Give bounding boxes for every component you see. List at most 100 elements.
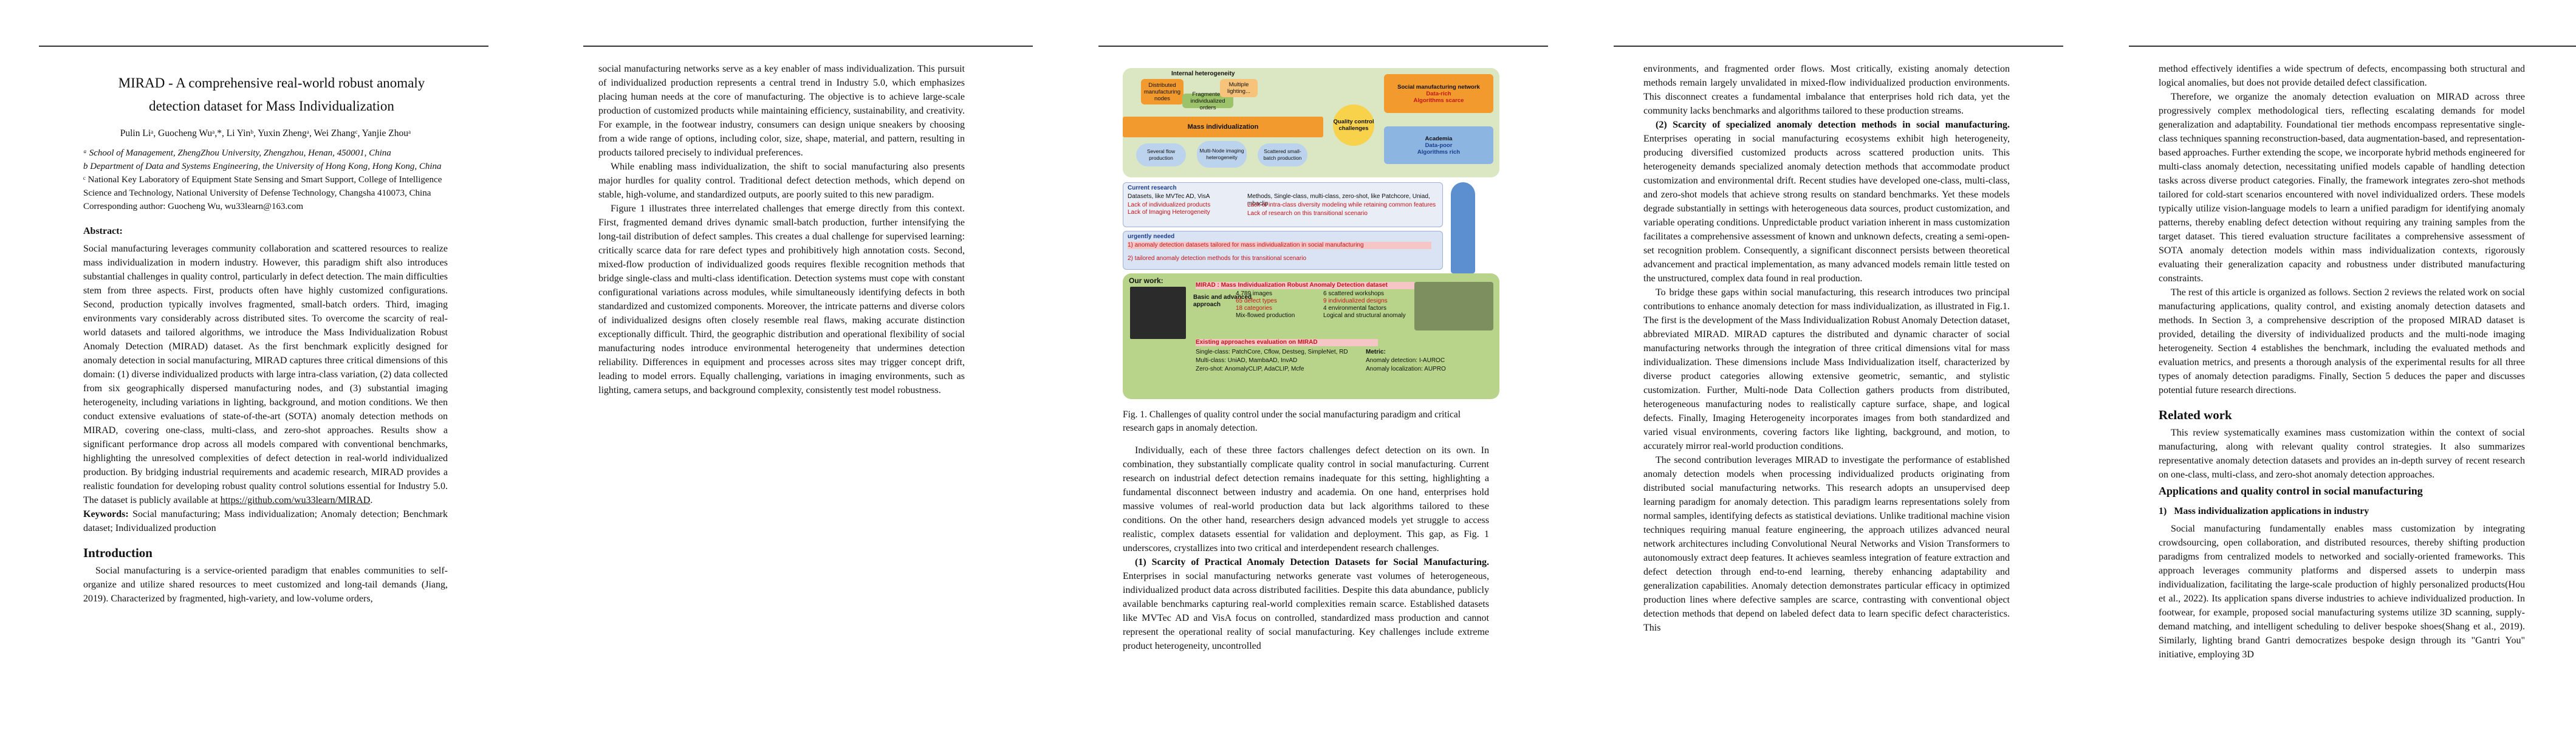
distributed-nodes-box: Distributed manufacturing nodes (1141, 79, 1184, 104)
column-4-paragraph-3: To bridge these gaps within social manuf… (1643, 287, 2010, 451)
page-top-rule (1098, 46, 1548, 47)
bubble-small-batch: Scattered small-batch production (1258, 143, 1307, 166)
current-research-heading: Current research (1128, 185, 1177, 191)
multiple-lighting-box: Multiple lighting... (1220, 79, 1258, 97)
sample-image-grid (1130, 287, 1186, 339)
intro-paragraph-1: Social manufacturing is a service-orient… (83, 566, 448, 604)
introduction-heading: Introduction (83, 546, 152, 560)
urgently-needed-panel (1123, 231, 1443, 270)
figure-1: Internal heterogeneity Distributed manuf… (1123, 68, 1499, 399)
our-work-heading: Our work: (1129, 276, 1163, 285)
current-research-methods: Methods, Single-class, multi-class, zero… (1247, 193, 1430, 207)
stat-anomaly-types: Logical and structural anomaly (1323, 312, 1406, 319)
page-5: method effectively identifies a wide spe… (2061, 0, 2576, 729)
social-manufacturing-label: Social manufacturing network (1397, 83, 1480, 91)
abstract-body: Social manufacturing leverages community… (83, 244, 448, 505)
paper-title-line-1: MIRAD - A comprehensive real-world robus… (118, 75, 425, 91)
bubble-several-flow: Several flow production (1136, 143, 1186, 166)
academia-label: Academia (1425, 135, 1453, 142)
page-4: environments, and fragmented order flows… (1546, 0, 2063, 729)
figure-1-caption: Fig. 1. Challenges of quality control un… (1123, 409, 1461, 433)
bubble-imaging-heterogeneity: Multi-Node imaging heterogeneity (1197, 141, 1247, 168)
mass-individualization-label: Mass individualization (1187, 123, 1259, 131)
quality-control-circle: Quality control challenges (1333, 104, 1374, 146)
existing-approaches-heading: Existing approaches evaluation on MIRAD (1196, 339, 1378, 346)
page-top-rule (583, 46, 1033, 47)
applications-subheading: Applications and quality control in soci… (2159, 485, 2423, 497)
academia-box: Academia Data-poor Algorithms rich (1384, 126, 1493, 164)
mass-individualization-subsubheading: 1) Mass individualization applications i… (2159, 506, 2369, 516)
column-2-paragraph-1: social manufacturing networks serve as a… (598, 64, 965, 158)
challenge-1-label: (1) Scarcity of Practical Anomaly Detect… (1135, 557, 1489, 567)
metric-detection: Anomaly detection: I-AUROC (1366, 357, 1445, 364)
column-4-paragraph-2: (2) Scarcity of specialized anomaly dete… (1643, 118, 2010, 286)
metric-localization: Anomaly localization: AUPRO (1366, 366, 1446, 372)
data-poor-label: Data-poor (1425, 142, 1453, 149)
column-4-paragraph-4: The second contribution leverages MIRAD … (1643, 455, 2010, 633)
column-2-paragraph-2: While enabling mass individualization, t… (598, 162, 965, 200)
page-top-rule (39, 46, 488, 47)
abstract-heading: Abstract: (83, 226, 123, 236)
keywords-label: Keywords: (83, 509, 129, 519)
stat-workshops: 6 scattered workshops (1323, 290, 1385, 297)
need-datasets: 1) anomaly detection datasets tailored f… (1128, 242, 1431, 249)
urgently-needed-heading: urgently needed (1128, 233, 1175, 240)
challenge-2-text: Enterprises operating in social manufact… (1643, 134, 2010, 284)
current-research-datasets: Datasets, like MVTec AD, VisA (1128, 193, 1210, 200)
page-top-rule (2129, 46, 2576, 47)
lack-individualized: Lack of individualized products (1128, 202, 1211, 208)
column-3-paragraph-1: Individually, each of these three factor… (1123, 445, 1489, 553)
challenge-2-label: (2) Scarcity of specialized anomaly dete… (1656, 120, 2010, 130)
page-top-rule (1614, 46, 2063, 47)
mass-individualization-arrow: Mass individualization (1123, 117, 1323, 137)
author-list: Pulin Liᵃ, Guocheng Wuᵃ,*, Li Yinᵇ, Yuxi… (120, 128, 411, 139)
column-5: method effectively identifies a wide spe… (2159, 62, 2525, 662)
stat-environmental: 4 environmental factors (1323, 305, 1386, 312)
algorithms-scarce-label: Algorithms scarce (1413, 97, 1464, 104)
lack-transitional: Lack of research on this transitional sc… (1247, 210, 1368, 217)
stat-defect-types: 65 defect types (1236, 298, 1277, 304)
column-5-paragraph-3: The rest of this article is organized as… (2159, 287, 2525, 395)
column-1: MIRAD - A comprehensive real-world robus… (83, 72, 448, 606)
affiliation-b: b Department of Data and Systems Enginee… (83, 162, 442, 171)
column-5-paragraph-2: Therefore, we organize the anomaly detec… (2159, 92, 2525, 284)
social-manufacturing-box: Social manufacturing network Data-rich A… (1384, 74, 1493, 113)
stat-images: 4,789 images (1236, 290, 1273, 297)
current-research-panel (1123, 182, 1443, 227)
dataset-link[interactable]: https://github.com/wu33learn/MIRAD (220, 495, 371, 505)
column-5-paragraph-1: method effectively identifies a wide spe… (2159, 64, 2525, 88)
related-work-paragraph: This review systematically examines mass… (2159, 428, 2525, 480)
abstract-text: Social manufacturing leverages community… (83, 244, 448, 505)
page-1: MIRAD - A comprehensive real-world robus… (0, 0, 515, 729)
page-3 (1030, 0, 1548, 729)
lack-intra-class: Lack of intra-class diversity modeling w… (1247, 202, 1436, 208)
affiliation-c: ᶜ National Key Laboratory of Equipment S… (83, 175, 442, 198)
mirad-banner: MIRAD : Mass Individualization Robust An… (1196, 282, 1414, 289)
keywords-text: Social manufacturing; Mass individualiza… (83, 509, 448, 533)
column-2: social manufacturing networks serve as a… (598, 62, 965, 397)
eval-single-class: Single-class: PatchCore, Cflow, Destseg,… (1196, 349, 1348, 355)
column-4: environments, and fragmented order flows… (1643, 62, 2010, 635)
keywords: Keywords: Social manufacturing; Mass ind… (83, 507, 448, 535)
page-2: social manufacturing networks serve as a… (515, 0, 1033, 729)
column-3-paragraph-2: (1) Scarcity of Practical Anomaly Detect… (1123, 555, 1489, 653)
algorithms-rich-label: Algorithms rich (1417, 148, 1461, 156)
need-methods: 2) tailored anomaly detection methods fo… (1128, 255, 1307, 262)
data-rich-label: Data-rich (1426, 90, 1451, 97)
stat-mixflow: Mix-flowed production (1236, 312, 1295, 319)
stat-categories: 18 categories (1236, 305, 1273, 312)
internal-heterogeneity-label: Internal heterogeneity (1171, 70, 1235, 77)
eval-multi-class: Multi-class: UniAD, MambaAD, InvAD (1196, 357, 1298, 364)
metric-heading: Metric: (1366, 349, 1386, 355)
feedback-arrow (1451, 182, 1475, 273)
column-4-paragraph-1: environments, and fragmented order flows… (1643, 64, 2010, 116)
column-3: Fig. 1. Challenges of quality control un… (1123, 402, 1489, 653)
lack-heterogeneity: Lack of Imaging Heterogeneity (1128, 209, 1210, 216)
stat-designs: 9 individualized designs (1323, 298, 1388, 304)
corresponding-author: Corresponding author: Guocheng Wu, wu33l… (83, 202, 304, 211)
related-work-heading: Related work (2159, 408, 2232, 422)
affiliation-a: ᵃ School of Management, ZhengZhou Univer… (83, 148, 391, 158)
challenge-1-text: Enterprises in social manufacturing netw… (1123, 571, 1489, 651)
basic-advanced-approach: Basic and advanced approach (1193, 294, 1252, 308)
column-2-paragraph-3: Figure 1 illustrates three interrelated … (598, 204, 965, 395)
